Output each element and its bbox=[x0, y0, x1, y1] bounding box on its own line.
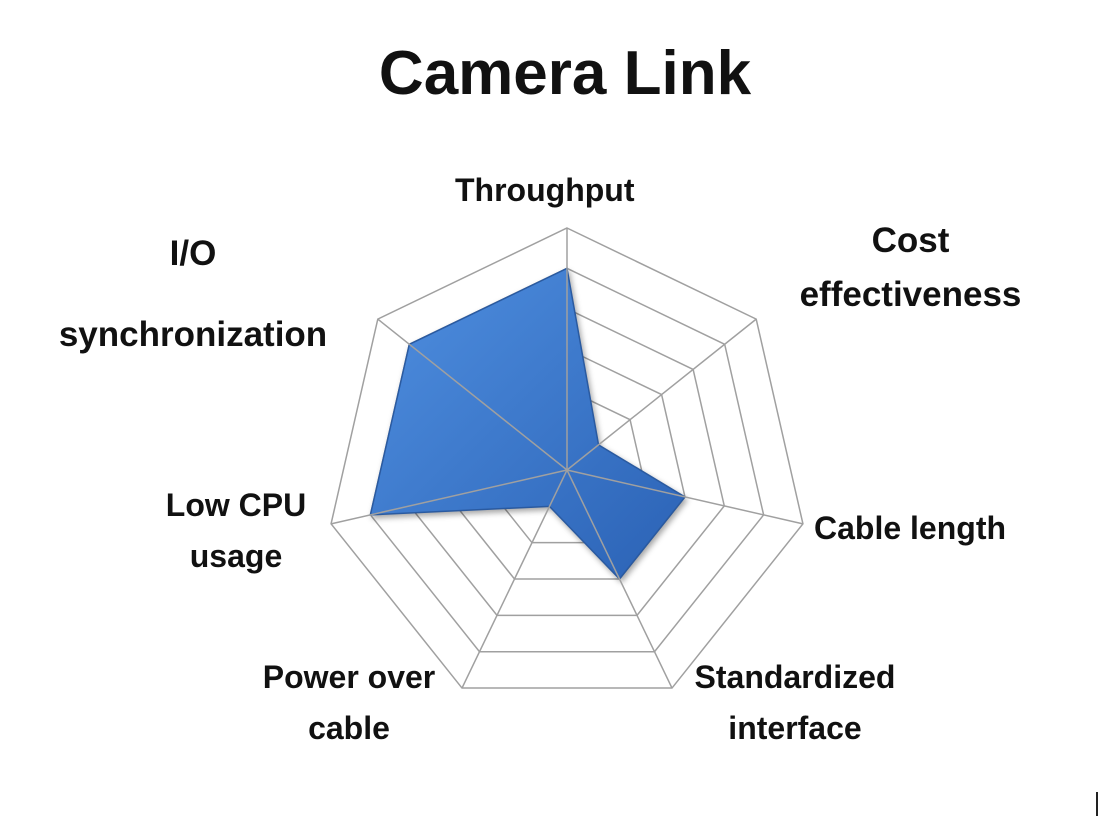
text-cursor bbox=[1096, 792, 1098, 816]
axis-spoke bbox=[566, 469, 804, 525]
axis-spoke bbox=[330, 469, 568, 525]
axis-spoke bbox=[566, 318, 757, 471]
data-series-area bbox=[369, 267, 687, 581]
chart-title: Camera Link bbox=[378, 39, 752, 108]
axis-spoke bbox=[566, 469, 673, 689]
axis-spoke bbox=[461, 469, 568, 689]
axis-spoke bbox=[377, 318, 568, 471]
axis-label-cable-length: Cable length bbox=[814, 510, 1007, 546]
axis-label-throughput: Throughput bbox=[455, 172, 635, 208]
gridline-ring bbox=[330, 227, 804, 689]
